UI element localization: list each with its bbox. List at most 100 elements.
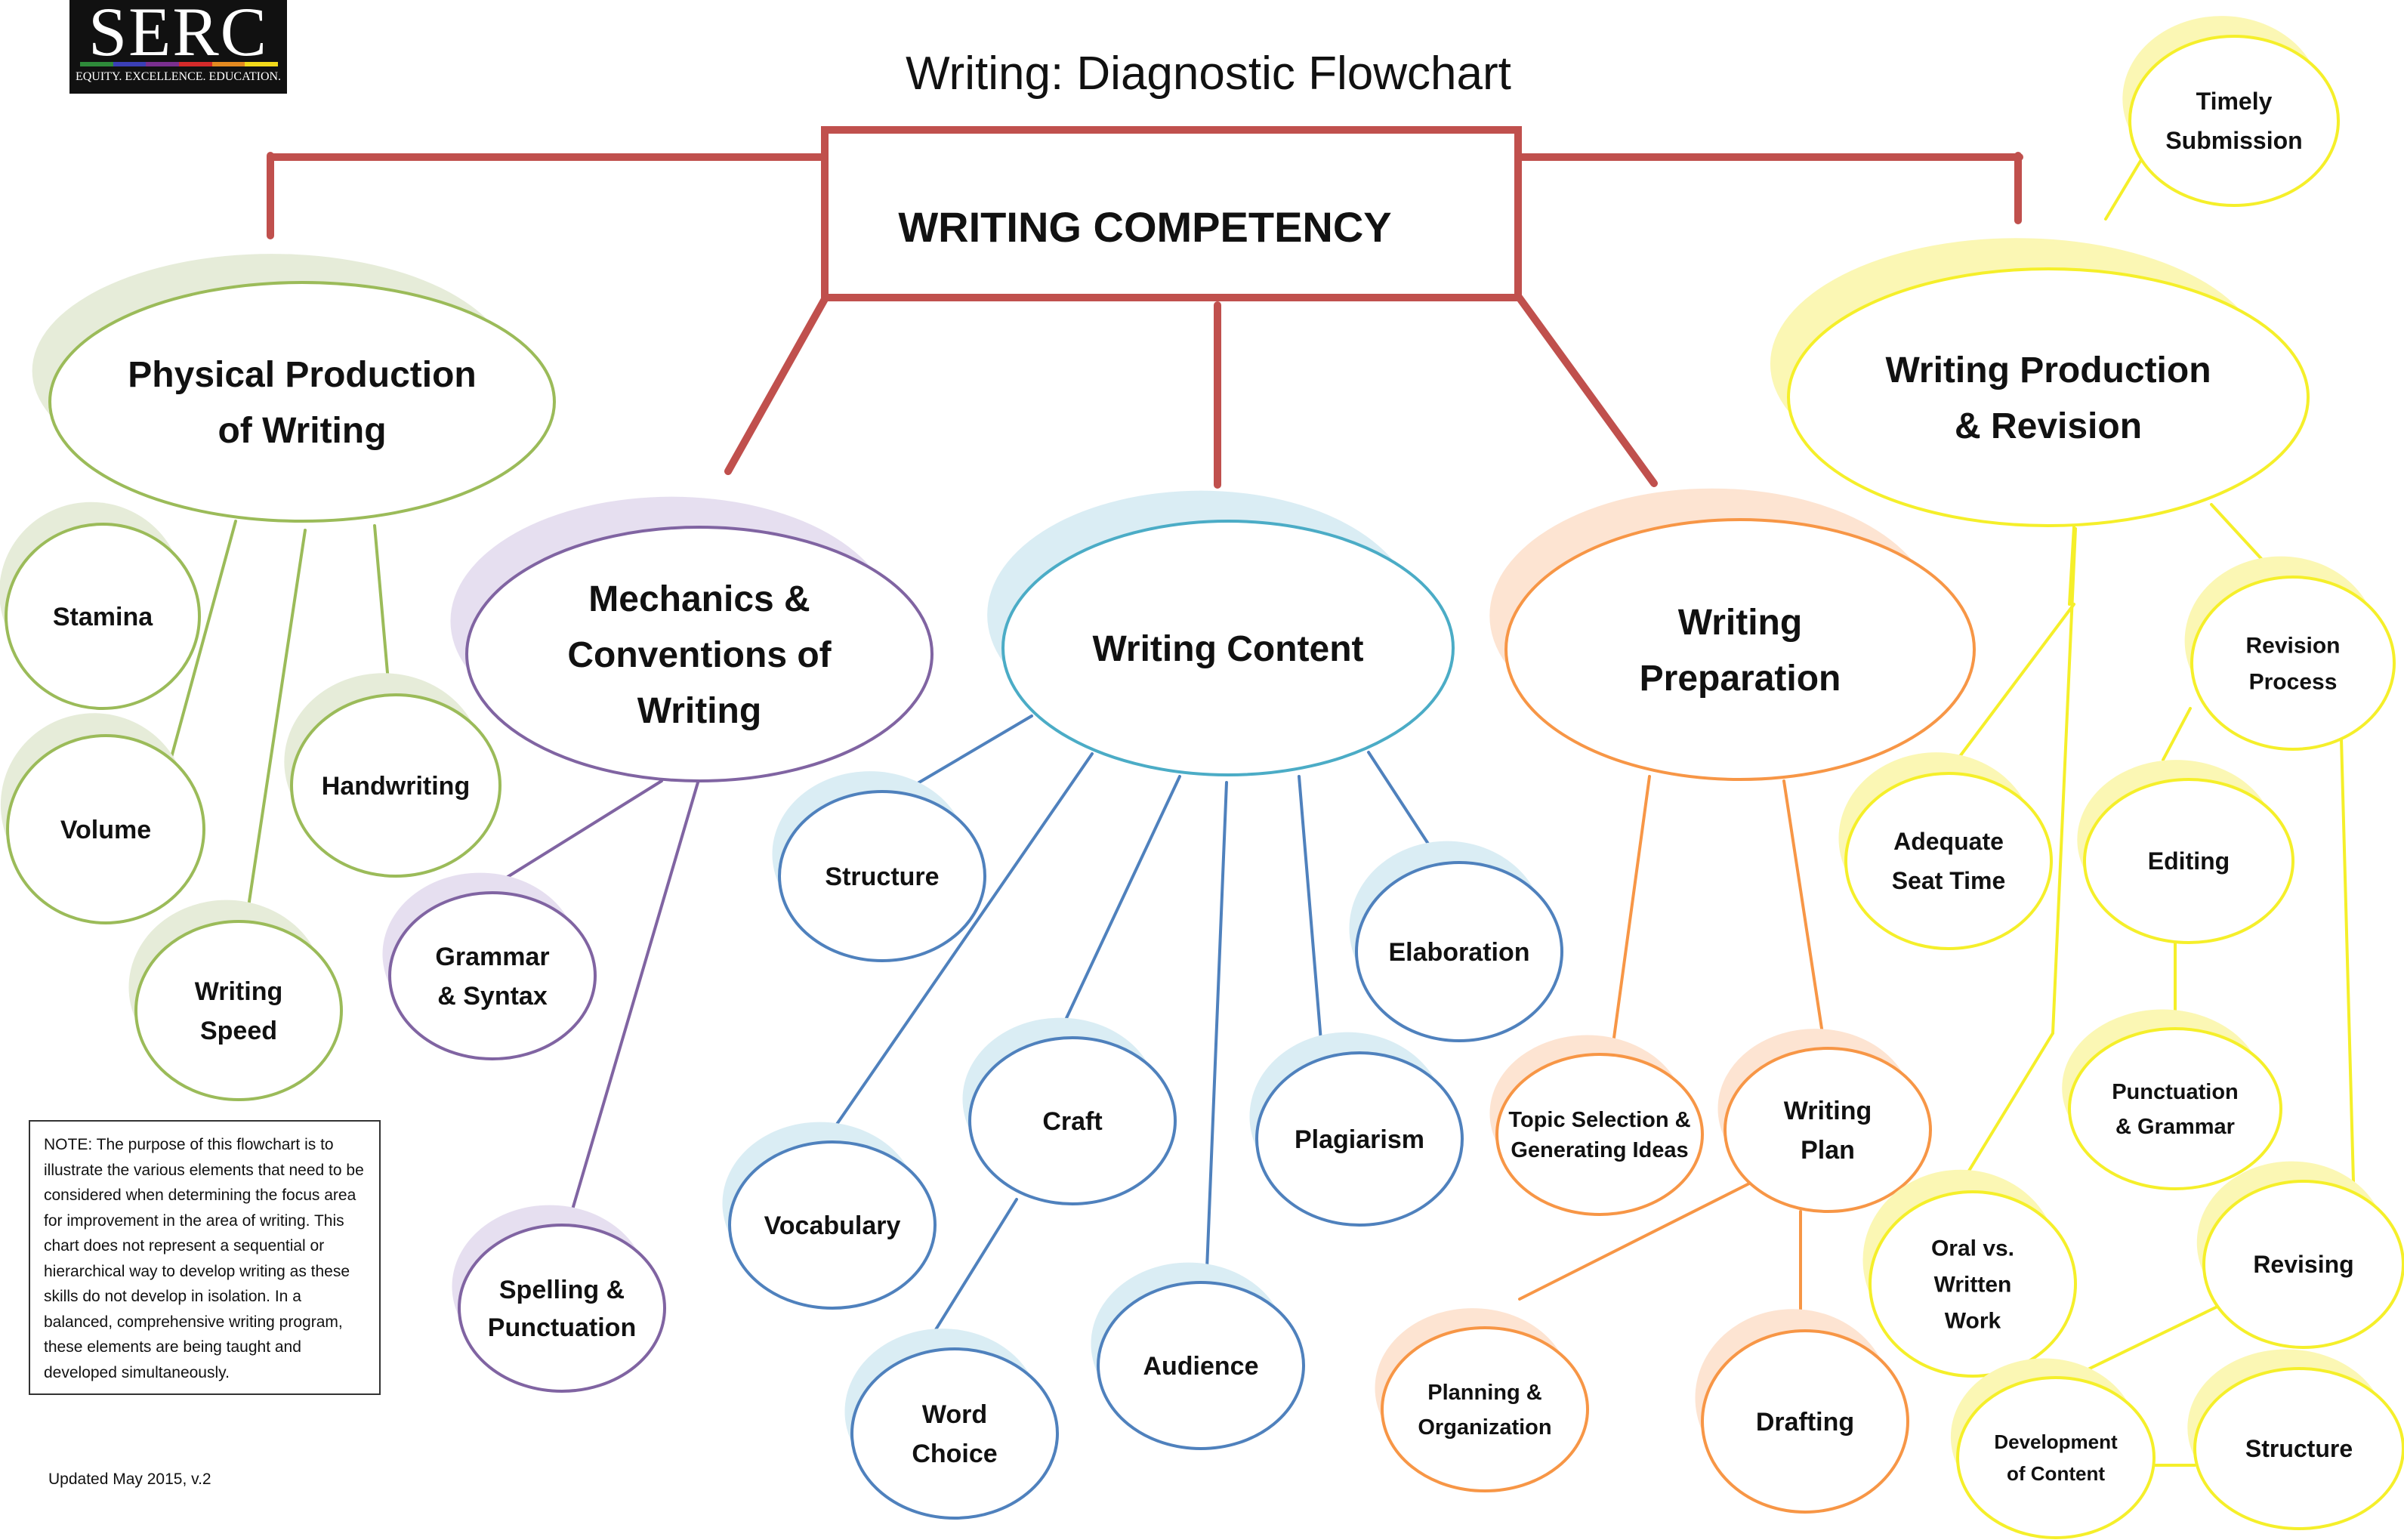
- node-label: Writing Production: [1885, 350, 2211, 390]
- node-label: Timely: [2196, 88, 2273, 115]
- node-ellipse: [1701, 1329, 1909, 1514]
- node-label: Planning &: [1427, 1381, 1542, 1405]
- branch-connector: [1298, 775, 1323, 1051]
- node-label: Grammar: [435, 943, 549, 971]
- node-label: Editing: [2148, 847, 2230, 875]
- root-box: [821, 126, 1522, 301]
- branch-connector: [1955, 1032, 2054, 1193]
- node-ellipse: [1381, 1326, 1589, 1492]
- logo-stripe: [179, 62, 212, 66]
- node-ellipse: [2128, 35, 2340, 207]
- logo-stripe: [146, 62, 180, 66]
- branch-connector: [1205, 781, 1228, 1270]
- node-label: Topic Selection &: [1508, 1108, 1690, 1132]
- node-label: Writing Content: [1092, 629, 1363, 669]
- branch-connector: [2072, 1304, 2222, 1378]
- node-ellipse: [1495, 1053, 1704, 1216]
- node-ellipse: [1355, 861, 1563, 1042]
- node-ellipse: [1724, 1047, 1932, 1213]
- branch-connector: [1610, 775, 1651, 1056]
- node-ellipse: [2083, 778, 2294, 944]
- node-ellipse: [1097, 1281, 1305, 1450]
- node-ellipse: [1787, 267, 2310, 527]
- node-label: Writing: [195, 977, 282, 1006]
- node-label: Seat Time: [1892, 867, 2006, 894]
- node-planning: Planning &Organization: [1375, 1308, 1589, 1492]
- node-label: Oral vs.: [1931, 1236, 2014, 1261]
- node-label: Spelling &: [499, 1276, 625, 1304]
- node-label: Elaboration: [1388, 938, 1529, 967]
- node-ellipse: [1869, 1190, 2077, 1378]
- node-spelling: Spelling &Punctuation: [452, 1205, 666, 1393]
- root-label: WRITING COMPETENCY: [898, 203, 1391, 251]
- node-ellipse: [1001, 520, 1455, 776]
- node-ellipse: [728, 1140, 937, 1310]
- node-label: Submission: [2165, 127, 2302, 154]
- node-label: Craft: [1042, 1107, 1102, 1136]
- branch-connector: [569, 781, 699, 1216]
- node-label: Work: [1945, 1309, 2001, 1334]
- node-elaboration: Elaboration: [1349, 841, 1563, 1042]
- node-label: Structure: [825, 863, 939, 891]
- root-connector: [1514, 292, 1658, 487]
- node-label: Revision: [2245, 634, 2340, 659]
- logo-stripe: [245, 62, 279, 66]
- node-ellipse: [968, 1036, 1177, 1205]
- logo-stripe: [211, 62, 245, 66]
- node-ellipse: [1255, 1051, 1464, 1227]
- node-ellipse: [465, 526, 934, 782]
- node-ellipse: [2202, 1180, 2404, 1349]
- node-content: Writing Content: [987, 490, 1455, 776]
- node-label: Punctuation: [2112, 1080, 2239, 1104]
- node-label: Written: [1934, 1273, 2012, 1298]
- node-ellipse: [48, 281, 556, 523]
- logo-stripe: [113, 62, 147, 66]
- node-ellipse: [1504, 518, 1976, 781]
- branch-connector: [1065, 775, 1181, 1020]
- node-ellipse: [458, 1224, 666, 1393]
- node-label: & Syntax: [437, 982, 548, 1011]
- node-ellipse: [1956, 1376, 2156, 1539]
- branch-connector: [169, 520, 237, 761]
- branch-connector: [245, 529, 307, 923]
- logo-color-stripes: [80, 62, 279, 66]
- branch-connector: [1782, 779, 1826, 1050]
- node-prod-structure: Structure: [2187, 1349, 2404, 1530]
- root-connector: [724, 295, 829, 475]
- node-label: Handwriting: [322, 772, 470, 801]
- node-label: of Writing: [218, 411, 386, 451]
- node-label: Writing: [637, 691, 761, 731]
- logo-tagline: EQUITY. EXCELLENCE. EDUCATION.: [75, 70, 282, 83]
- node-handwriting: Handwriting: [284, 673, 501, 878]
- node-vocabulary: Vocabulary: [722, 1122, 937, 1310]
- node-label: Plan: [1801, 1136, 1855, 1165]
- serc-logo: SERC EQUITY. EXCELLENCE. EDUCATION.: [69, 0, 287, 94]
- node-label: Revising: [2253, 1251, 2353, 1278]
- node-punct-grammar: Punctuation& Grammar: [2062, 1009, 2282, 1190]
- branch-connector: [829, 752, 1094, 1134]
- node-label: & Revision: [1955, 406, 2142, 446]
- node-structure: Structure: [772, 771, 986, 962]
- node-volume: Volume: [0, 713, 205, 924]
- branch-connector: [2068, 526, 2075, 606]
- node-ellipse: [1844, 772, 2053, 950]
- node-label: Generating Ideas: [1511, 1138, 1688, 1162]
- node-label: Process: [2249, 670, 2338, 695]
- logo-wordmark: SERC: [88, 0, 269, 70]
- node-ellipse: [134, 920, 343, 1101]
- node-label: Mechanics &: [588, 579, 810, 619]
- logo-background: [69, 0, 287, 94]
- node-label: Writing: [1678, 603, 1802, 643]
- node-plagiarism: Plagiarism: [1249, 1032, 1464, 1227]
- node-label: Writing: [1784, 1097, 1872, 1125]
- node-label: Conventions of: [567, 635, 832, 675]
- node-label: Structure: [2245, 1435, 2353, 1462]
- node-ellipse: [5, 523, 201, 710]
- node-ellipse: [388, 891, 597, 1060]
